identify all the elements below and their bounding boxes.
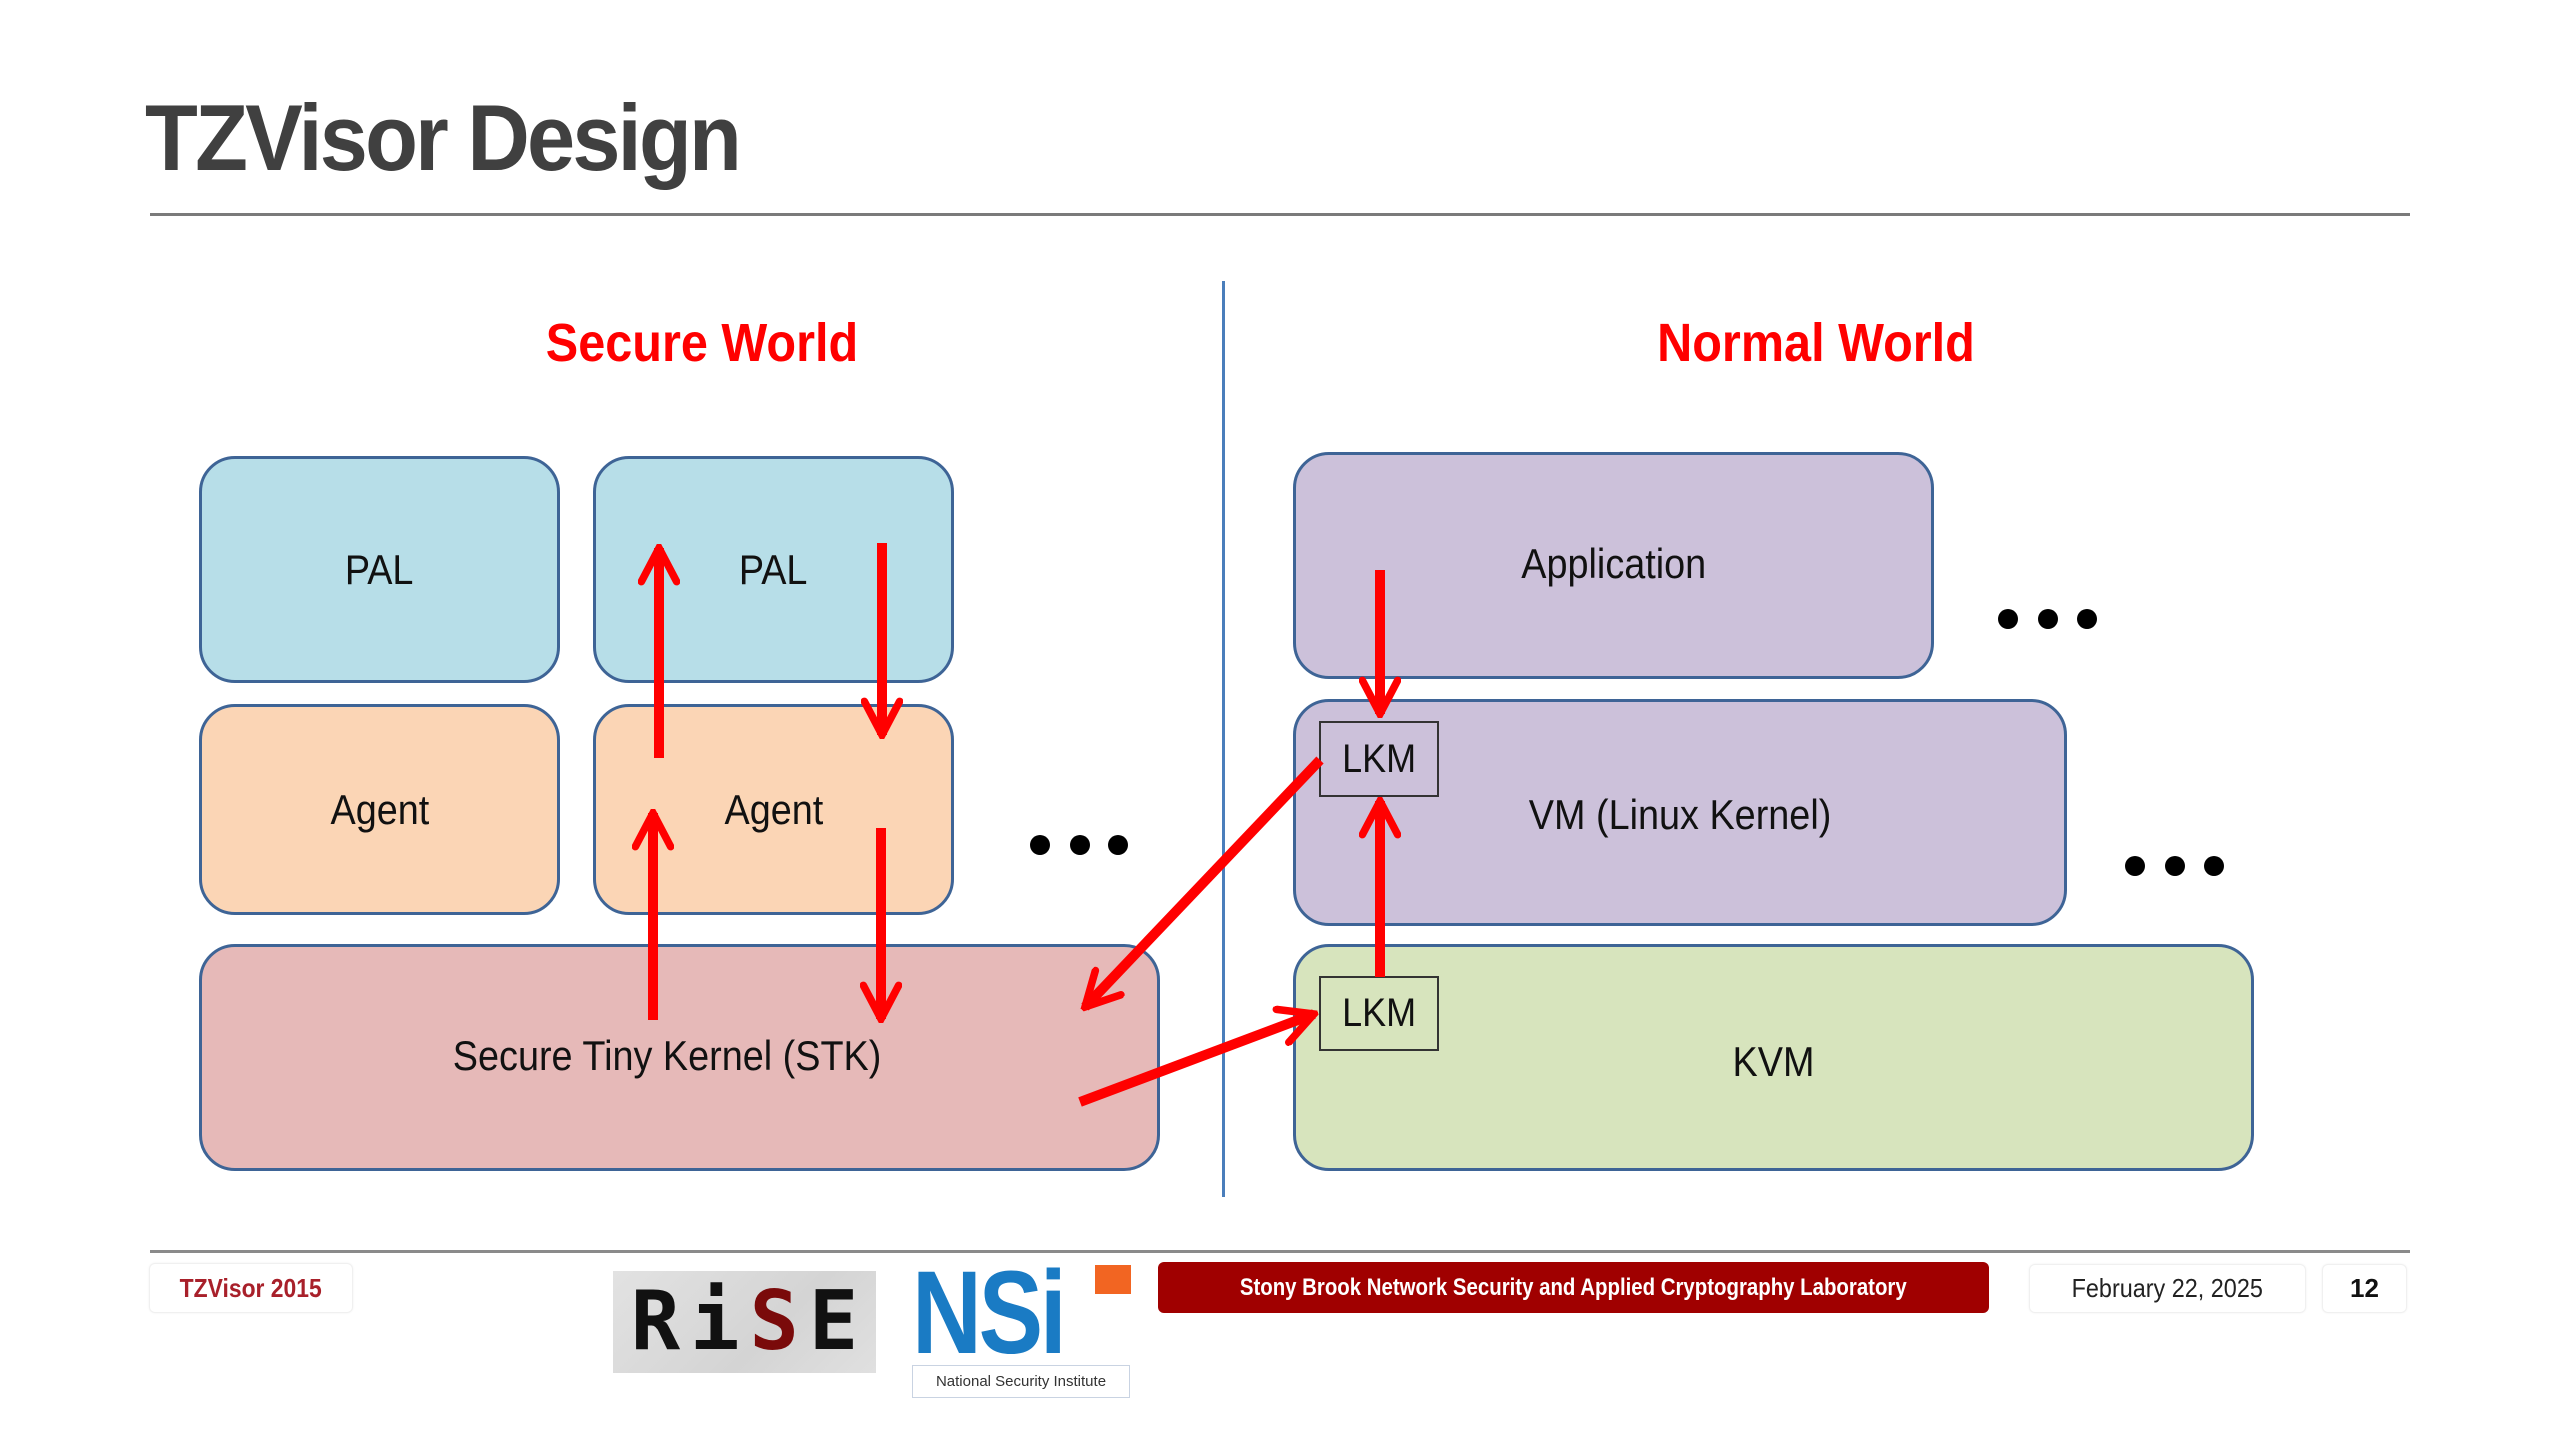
date-text: February 22, 2025 [2071, 1273, 2264, 1303]
world-divider [1222, 281, 1225, 1197]
lkm-label: LKM [1341, 991, 1417, 1035]
vm-label: VM (Linux Kernel) [1528, 790, 1832, 838]
lab-banner: Stony Brook Network Security and Applied… [1158, 1262, 1989, 1313]
kvm-label: KVM [1732, 1037, 1815, 1085]
lkm-label: LKM [1341, 736, 1417, 781]
ellipsis-dot [2125, 856, 2145, 876]
kernel-label: Secure Tiny Kernel (STK) [453, 1031, 882, 1079]
rise-logo-letter: i [690, 1274, 740, 1369]
ellipsis-dot [2077, 609, 2097, 629]
kvm-box: KVM [1293, 944, 2254, 1171]
agent-box-1: Agent [199, 704, 560, 915]
nsi-logo-subtitle: National Security Institute [912, 1365, 1130, 1398]
ellipsis-dot [2038, 609, 2058, 629]
ellipsis-dot [2165, 856, 2185, 876]
footer-date: February 22, 2025 [2029, 1264, 2306, 1313]
footer-page-number: 12 [2322, 1264, 2407, 1313]
pal-label: PAL [345, 545, 414, 593]
agent-box-2: Agent [593, 704, 954, 915]
agent-label: Agent [724, 785, 823, 833]
nsi-logo: NSi National Security Institute [912, 1247, 1132, 1399]
agent-label: Agent [330, 785, 429, 833]
title-rule [150, 213, 2410, 216]
rise-logo-letter: E [808, 1274, 859, 1369]
secure-world-label: Secure World [545, 313, 859, 373]
lkm-box-vm: LKM [1319, 721, 1439, 797]
nsi-logo-letters: NSi [912, 1247, 1067, 1379]
ellipsis-dot [1030, 835, 1050, 855]
ellipsis-dot [1998, 609, 2018, 629]
pal-box-1: PAL [199, 456, 560, 683]
slide-title: TZVisor Design [145, 85, 742, 190]
application-label: Application [1521, 539, 1706, 587]
lkm-box-kvm: LKM [1319, 976, 1439, 1051]
lab-name: Stony Brook Network Security and Applied… [1240, 1273, 1907, 1301]
pal-box-2: PAL [593, 456, 954, 683]
ellipsis-dot [1070, 835, 1090, 855]
nsi-logo-accent [1095, 1265, 1131, 1294]
footer-event-label: TZVisor 2015 [149, 1263, 353, 1313]
ellipsis-dot [2204, 856, 2224, 876]
normal-world-label: Normal World [1657, 313, 1975, 373]
footer-rule [150, 1250, 2410, 1253]
rise-logo-letter: S [749, 1274, 799, 1369]
page-number: 12 [2350, 1273, 2379, 1303]
event-text: TZVisor 2015 [179, 1272, 323, 1303]
application-box: Application [1293, 452, 1934, 679]
ellipsis-dot [1108, 835, 1128, 855]
rise-logo: R i S E [613, 1271, 876, 1373]
rise-logo-letter: R [630, 1274, 681, 1369]
secure-tiny-kernel-box: Secure Tiny Kernel (STK) [199, 944, 1160, 1171]
pal-label: PAL [739, 545, 808, 593]
